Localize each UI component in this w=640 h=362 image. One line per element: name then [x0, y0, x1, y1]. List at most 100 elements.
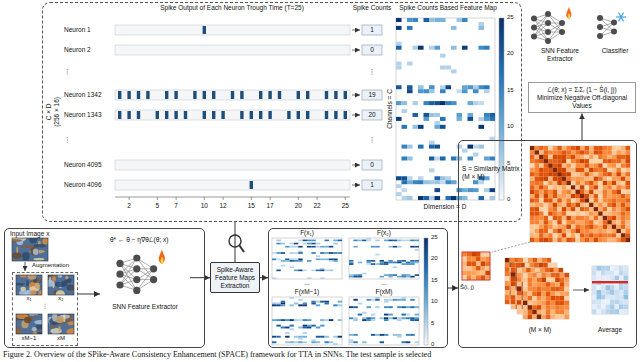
heatmap-cell: [276, 336, 280, 338]
icon-label: SNN Feature Extractor: [528, 47, 592, 63]
heatmap-cell: [537, 301, 542, 306]
heatmap-cell: [303, 327, 307, 329]
heatmap-cell: [418, 180, 424, 184]
heatmap-cell: [553, 216, 558, 220]
heatmap-cell: [484, 46, 490, 50]
heatmap-cell: [562, 172, 567, 176]
heatmap-cell: [532, 301, 537, 306]
heatmap-cell: [367, 240, 371, 242]
heatmap-cell: [571, 155, 576, 159]
heatmap-cell: [505, 267, 510, 272]
heatmap-cell: [535, 177, 540, 181]
heatmap-cell: [612, 190, 617, 194]
heatmap-cell: [621, 185, 626, 189]
heatmap-cell: [367, 306, 371, 308]
heatmap-cell: [562, 177, 567, 181]
neuron-label: Neuron 4096: [64, 181, 110, 189]
heatmap-cell: [303, 303, 307, 305]
network-icon: [116, 250, 165, 294]
colorbar-tick: 15: [507, 87, 521, 94]
heatmap-cell: [530, 229, 535, 233]
spike-track: [115, 25, 350, 35]
heatmap-cell: [603, 207, 608, 211]
heatmap-cell: [471, 266, 476, 271]
heatmap-cell: [511, 268, 516, 273]
heatmap-cell: [616, 220, 621, 224]
heatmap-cell: [548, 225, 553, 229]
heatmap-cell: [511, 263, 516, 268]
heatmap-cell: [285, 341, 289, 343]
heatmap-cell: [562, 238, 567, 242]
heatmap-cell: [462, 275, 467, 280]
spike-bar: [174, 91, 177, 99]
heatmap-cell: [362, 240, 366, 242]
heatmap-cell: [607, 207, 612, 211]
heatmap-cell: [429, 101, 435, 105]
panel-text: F(xM): [349, 288, 419, 296]
heatmap-cell: [537, 291, 542, 296]
heatmap-cell: [451, 156, 457, 160]
heatmap-cell: [542, 258, 547, 263]
heatmap-cell: [624, 295, 629, 300]
heatmap-cell: [535, 181, 540, 185]
spike-track: [115, 45, 350, 55]
network-icon: [531, 7, 571, 44]
heatmap-cell: [615, 300, 620, 305]
dimension-label: (256 × 16): [53, 82, 61, 142]
heatmap-cell: [532, 273, 537, 278]
heatmap-cell: [316, 270, 320, 272]
heatmap-cell: [562, 181, 567, 185]
heatmap-cell: [402, 101, 408, 105]
axis-tick: [204, 197, 205, 200]
heatmap-cell: [566, 185, 571, 189]
heatmap-cell: [397, 319, 401, 321]
heatmap-cell: [612, 163, 617, 167]
spike-bar: [250, 111, 253, 119]
heatmap-cell: [281, 265, 285, 267]
heatmap-cell: [402, 240, 406, 242]
spike-bar: [259, 111, 262, 119]
heatmap-cell: [353, 341, 357, 343]
heatmap-cell: [557, 216, 562, 220]
heatmap-cell: [544, 185, 549, 189]
heatmap-cell: [612, 155, 617, 159]
axis-tick-label: 15: [243, 202, 259, 210]
heatmap-cell: [533, 258, 538, 263]
heatmap-cell: [548, 216, 553, 220]
heatmap-cell: [575, 194, 580, 198]
heatmap-cell: [316, 336, 320, 338]
matrix-label: Average: [590, 326, 630, 334]
heatmap-cell: [589, 229, 594, 233]
heatmap-cell: [562, 198, 567, 202]
heatmap-cell: [320, 301, 324, 303]
heatmap-cell: [612, 168, 617, 172]
heatmap-cell: [384, 306, 388, 308]
heatmap-cell: [429, 85, 435, 89]
heatmap-cell: [562, 155, 567, 159]
heatmap-cell: [303, 270, 307, 272]
heatmap-cell: [329, 341, 333, 343]
heatmap-cell: [625, 181, 630, 185]
heatmap-cell: [606, 300, 611, 305]
axis-label: Dimension = D: [405, 203, 485, 211]
heatmap-cell: [276, 325, 280, 327]
heatmap-cell: [619, 276, 624, 281]
heatmap-cell: [490, 113, 496, 117]
heatmap-cell: [396, 101, 402, 105]
heatmap-cell: [571, 194, 576, 198]
heatmap-cell: [553, 172, 558, 176]
spike-bar: [137, 91, 140, 99]
heatmap-cell: [530, 155, 535, 159]
heatmap-cell: [349, 341, 353, 343]
heatmap-cell: [473, 188, 479, 192]
heatmap-cell: [481, 257, 486, 262]
heatmap-cell: [539, 155, 544, 159]
heatmap-cell: [530, 159, 535, 163]
heatmap-cell: [594, 225, 599, 229]
heatmap-cell: [546, 287, 551, 292]
heatmap-cell: [557, 229, 562, 233]
heatmap-cell: [598, 198, 603, 202]
heatmap-cell: [537, 282, 542, 287]
heatmap-cell: [380, 317, 384, 319]
